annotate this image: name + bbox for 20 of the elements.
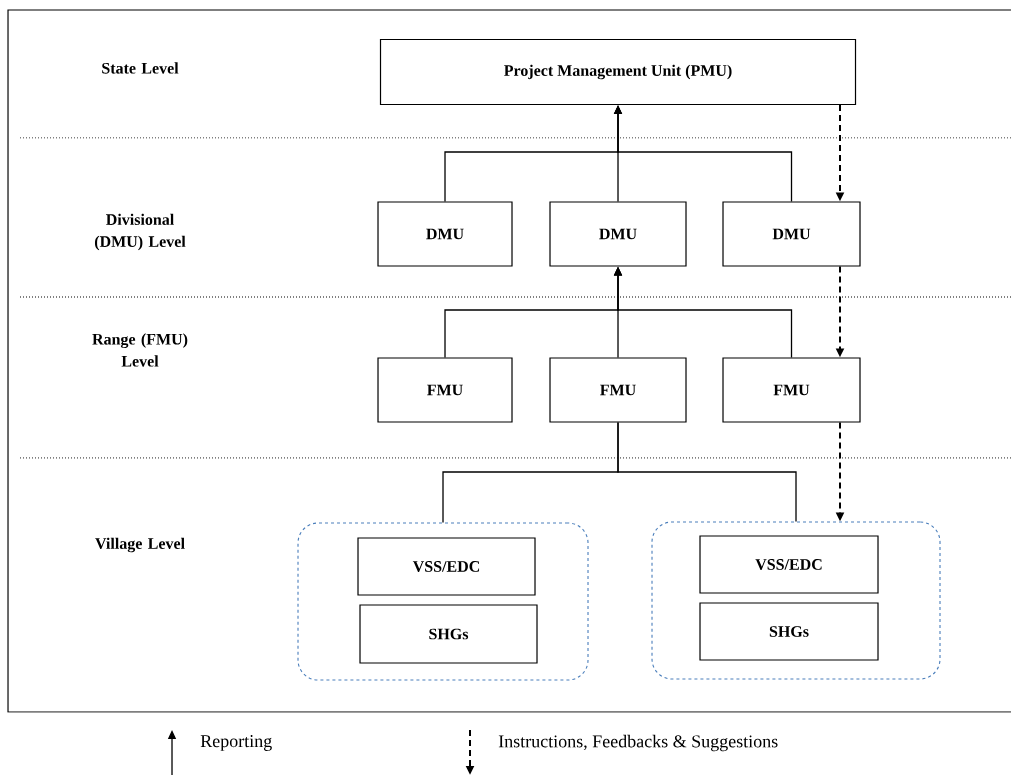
unit-box: FMU (549, 357, 687, 423)
level-label: State Level (102, 62, 179, 74)
unit-box: VSS/EDC (357, 537, 536, 596)
unit-box: DMU (549, 201, 687, 267)
unit-box: DMU (722, 201, 861, 267)
unit-box: SHGs (699, 602, 879, 661)
unit-box: VSS/EDC (699, 535, 879, 594)
connector (617, 421, 797, 523)
level-label: Village Level (95, 537, 185, 553)
unit-box: SHGs (359, 604, 538, 664)
group-box (651, 521, 941, 680)
level-label: Range (FMU) Level (92, 333, 188, 367)
level-label: Divisional (DMU) Level (94, 213, 186, 251)
group-box (297, 522, 589, 681)
legend-text: Reporting (200, 735, 272, 751)
legend-text: Instructions, Feedbacks & Suggestions (498, 734, 778, 752)
unit-box: DMU (377, 201, 513, 267)
unit-box: FMU (722, 357, 861, 423)
unit-box: FMU (377, 357, 513, 423)
unit-box: Project Management Unit (PMU) (379, 38, 857, 106)
